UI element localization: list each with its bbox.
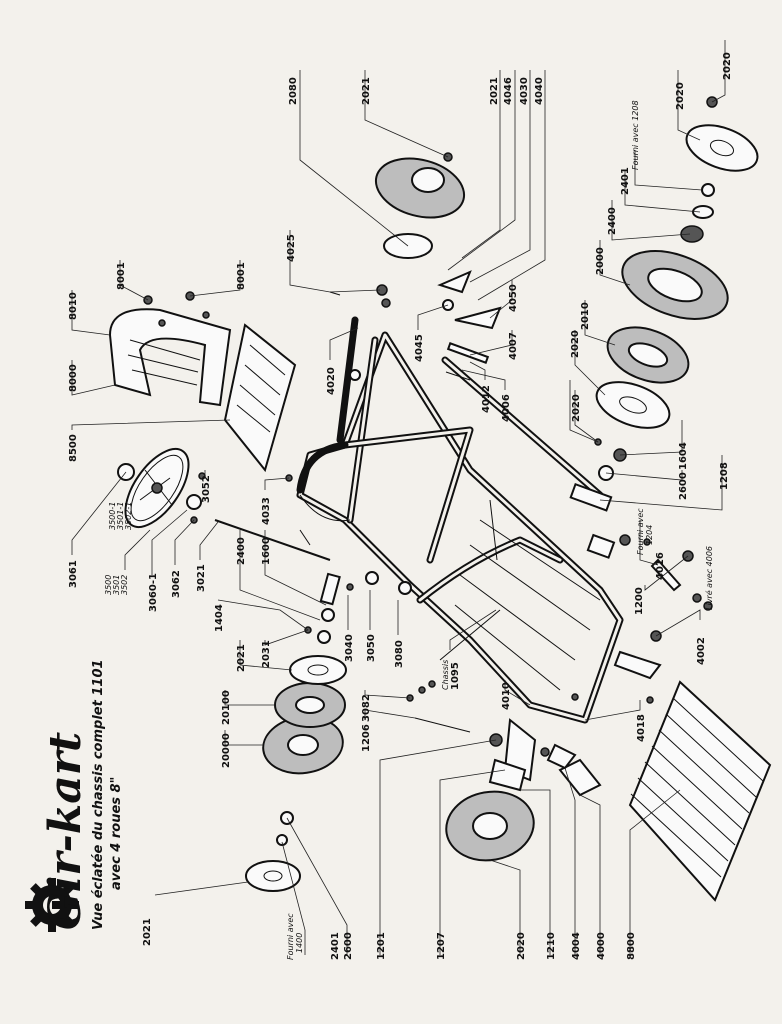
label-4012: 4012 — [481, 385, 492, 413]
part-labels: 2080 2021 2021 4046 4030 4040 2020 2020 … — [68, 52, 733, 960]
label-2400-top: 2400 — [607, 207, 618, 235]
title-block: Gir-kart Vue éclatée du chassis complet … — [40, 659, 124, 930]
label-8001-right: 8001 — [236, 262, 247, 290]
label-2020-upper: 2020 — [675, 82, 686, 110]
seat-cushion-part — [223, 323, 297, 473]
label-1200: 1200 — [634, 587, 645, 615]
label-2021-left: 2021 — [236, 644, 247, 672]
label-2600-right: 2600 — [678, 472, 689, 500]
stack-3502: 3502 — [120, 575, 129, 595]
subtitle-line-1: Vue éclatée du chassis complet 1101 — [91, 659, 106, 930]
label-2031: 2031 — [261, 640, 272, 668]
front-left-wheel-part — [245, 630, 347, 892]
chassis-frame — [296, 316, 624, 724]
hardware-parts — [143, 270, 713, 797]
note-fourni-1400: Fourni avec — [286, 913, 295, 960]
label-1210: 1210 — [546, 932, 557, 960]
label-4016: 4016 — [655, 552, 666, 580]
label-4033: 4033 — [261, 497, 272, 525]
stack-3501: 3501 — [112, 575, 121, 595]
label-3082: 3082 — [361, 694, 372, 722]
label-4025: 4025 — [286, 234, 297, 262]
label-4006: 4006 — [501, 394, 512, 422]
subtitle-line-2: avec 4 roues 8" — [109, 777, 124, 890]
label-2401-top: 2401 — [620, 167, 631, 195]
steering-hub-part — [186, 494, 202, 510]
gir-gear-logo — [25, 878, 79, 932]
label-3052: 3052 — [201, 475, 212, 503]
label-2401-bottom: 2401 — [330, 932, 341, 960]
steering-wheel-part — [124, 448, 190, 528]
label-2021-top: 2021 — [361, 77, 372, 105]
label-8800: 8800 — [626, 932, 637, 960]
note-fourni-1204-num: 1204 — [645, 525, 654, 545]
label-4007: 4007 — [508, 332, 519, 360]
label-4050: 4050 — [508, 284, 519, 312]
label-3060-1: 3060-1 — [148, 573, 159, 612]
label-4018: 4018 — [636, 714, 647, 742]
label-1095: 1095 — [450, 662, 461, 690]
label-2080: 2080 — [288, 77, 299, 105]
label-3040: 3040 — [344, 634, 355, 662]
label-2010: 2010 — [580, 302, 591, 330]
label-2020-mid: 2020 — [570, 330, 581, 358]
label-20000: 20000 — [221, 733, 232, 768]
label-4030: 4030 — [519, 77, 530, 105]
label-8010: 8010 — [68, 292, 79, 320]
label-4045: 4045 — [414, 334, 425, 362]
stack-3500-1: 3500-1 — [108, 502, 117, 530]
brand-title: Gir-kart — [40, 732, 91, 930]
note-fourni-1208: Fourni avec 1208 — [631, 100, 640, 170]
seat-back-part — [108, 308, 232, 407]
label-1404: 1404 — [214, 604, 225, 632]
label-2020-bottom: 2020 — [516, 932, 527, 960]
label-20100: 20100 — [221, 690, 232, 725]
note-livre-4006: Livré avec 4006 — [704, 546, 714, 610]
label-3050: 3050 — [366, 634, 377, 662]
label-4000: 4000 — [596, 932, 607, 960]
label-2600-bottom: 2600 — [343, 932, 354, 960]
label-4020: 4020 — [326, 367, 337, 395]
note-fourni-1204: Fourni avec — [636, 508, 645, 555]
label-3080: 3080 — [394, 640, 405, 668]
rear-left-wheel-part — [445, 790, 535, 862]
label-2400-left: 2400 — [236, 537, 247, 565]
label-2021-top-right: 2021 — [489, 77, 500, 105]
steering-column-part — [214, 519, 341, 622]
label-1201: 1201 — [376, 932, 387, 960]
label-2020-top: 2020 — [722, 52, 733, 80]
stack-3500: 3500 — [104, 575, 113, 595]
label-4040: 4040 — [534, 77, 545, 105]
label-1208: 1208 — [719, 462, 730, 490]
chassis-label: Chassis — [441, 660, 450, 690]
leader-lines — [71, 40, 726, 955]
label-3061: 3061 — [68, 560, 79, 588]
label-2020-middle: 2020 — [571, 394, 582, 422]
label-8500: 8500 — [68, 434, 79, 462]
label-3021: 3021 — [196, 564, 207, 592]
label-1207: 1207 — [436, 932, 447, 960]
stack-3501-1: 3501-1 — [116, 502, 125, 530]
label-2000: 2000 — [595, 247, 606, 275]
label-3062: 3062 — [171, 570, 182, 598]
label-8001-left: 8001 — [116, 262, 127, 290]
label-1206: 1206 — [361, 724, 372, 752]
note-fourni-1400-num: 1400 — [295, 933, 304, 953]
label-1600: 1600 — [261, 537, 272, 565]
label-1604: 1604 — [678, 442, 689, 470]
label-2021-bottom: 2021 — [142, 918, 153, 946]
label-4002: 4002 — [696, 637, 707, 665]
floor-plate-part — [628, 680, 772, 902]
label-4010: 4010 — [501, 682, 512, 710]
label-8000: 8000 — [68, 364, 79, 392]
label-4046: 4046 — [503, 77, 514, 105]
rear-right-wheel-part — [595, 96, 759, 481]
stack-3502-1: 3502-1 — [124, 502, 133, 530]
front-right-wheel-part — [374, 152, 466, 259]
label-4004: 4004 — [571, 932, 582, 960]
